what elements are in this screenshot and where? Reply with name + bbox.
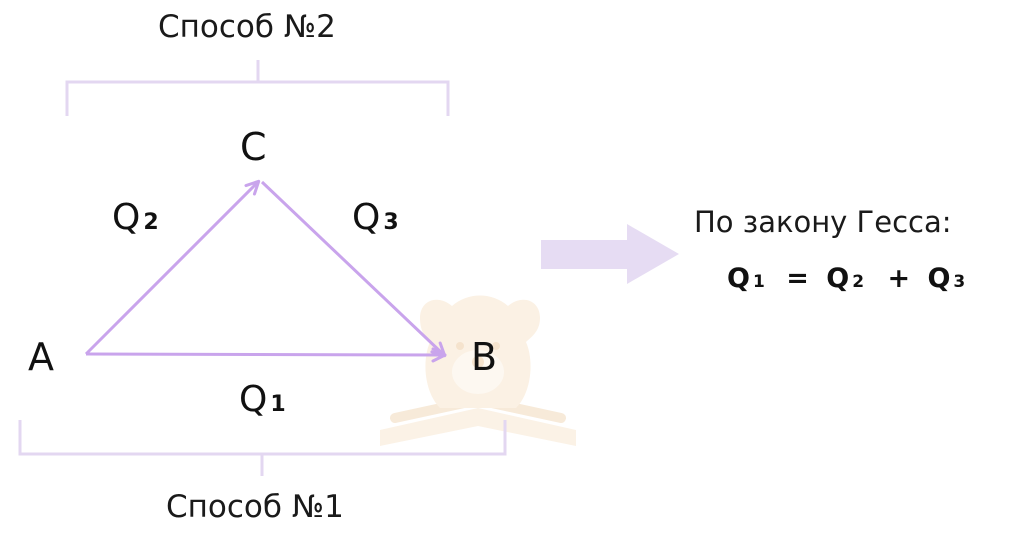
formula-term-2-letter: Q: [927, 263, 951, 294]
formula-plus: +: [887, 263, 911, 294]
bottom-bracket: [18, 420, 507, 476]
hess-law-title: По закону Гесса:: [694, 205, 952, 239]
top-bracket: [65, 60, 450, 116]
formula-equals: =: [786, 263, 809, 294]
method-2-label: Способ №2: [158, 9, 336, 45]
q1-letter: Q: [239, 379, 268, 420]
q2-subscript: 2: [143, 210, 159, 235]
arrow-c-to-b: [260, 180, 447, 358]
formula-term-1-subscript: 2: [852, 272, 865, 292]
arrow-a-to-b: [85, 347, 447, 363]
formula-term-1-letter: Q: [826, 263, 850, 294]
method-1-label: Способ №1: [166, 489, 344, 525]
q3-letter: Q: [352, 197, 381, 238]
q3-subscript: 3: [383, 210, 399, 235]
formula-lhs-subscript: 1: [752, 272, 765, 292]
formula-lhs-letter: Q: [727, 263, 750, 294]
right-arrow-icon: [541, 224, 679, 284]
q1-subscript: 1: [270, 392, 286, 417]
q2-letter: Q: [112, 197, 141, 238]
node-a-label: A: [28, 335, 54, 379]
node-b-label: B: [471, 335, 498, 379]
node-c-label: C: [240, 125, 267, 169]
bear-book-watermark-icon: [380, 295, 576, 446]
arrow-a-to-c: [84, 179, 261, 356]
formula-term-2-subscript: 3: [953, 272, 966, 292]
